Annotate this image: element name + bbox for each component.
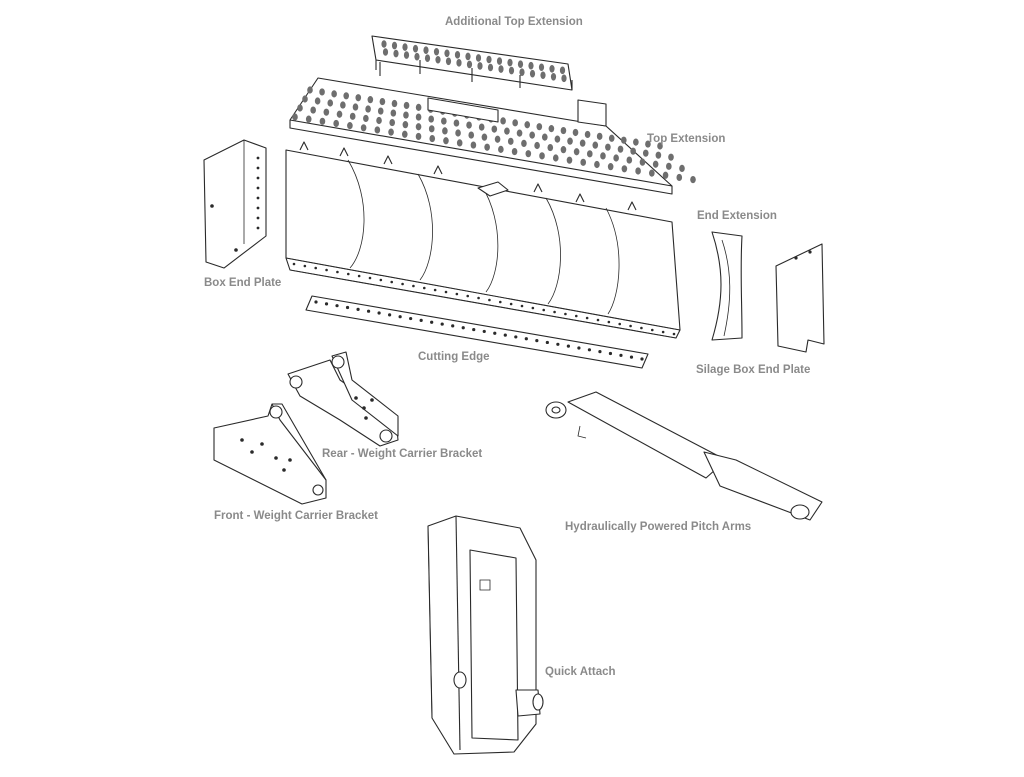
label-hydraulic-pitch-arms: Hydraulically Powered Pitch Arms [565,521,752,533]
label-box-end-plate: Box End Plate [204,277,282,289]
rear-weight-carrier-bracket-part [287,351,399,447]
label-cutting-edge: Cutting Edge [418,351,490,363]
label-end-extension: End Extension [697,210,777,222]
label-silage-box-end-plate: Silage Box End Plate [696,364,811,376]
quick-attach-part [427,515,544,755]
label-front-weight-carrier-bracket: Front - Weight Carrier Bracket [214,510,379,522]
main-blade-part [285,141,681,339]
label-quick-attach: Quick Attach [545,666,616,678]
front-weight-carrier-bracket-part [213,403,327,505]
silage-box-end-plate-part [775,243,825,353]
label-rear-weight-carrier-bracket: Rear - Weight Carrier Bracket [322,448,483,460]
cutting-edge-part [305,295,649,369]
end-extension-part [711,231,743,341]
top-extension-part [289,77,696,195]
additional-top-extension-part [371,35,573,91]
hydraulic-pitch-arms-part [545,391,823,521]
label-top-extension: Top Extension [647,133,726,145]
box-end-plate-part [203,139,267,269]
label-additional-top-extension: Additional Top Extension [445,16,583,28]
